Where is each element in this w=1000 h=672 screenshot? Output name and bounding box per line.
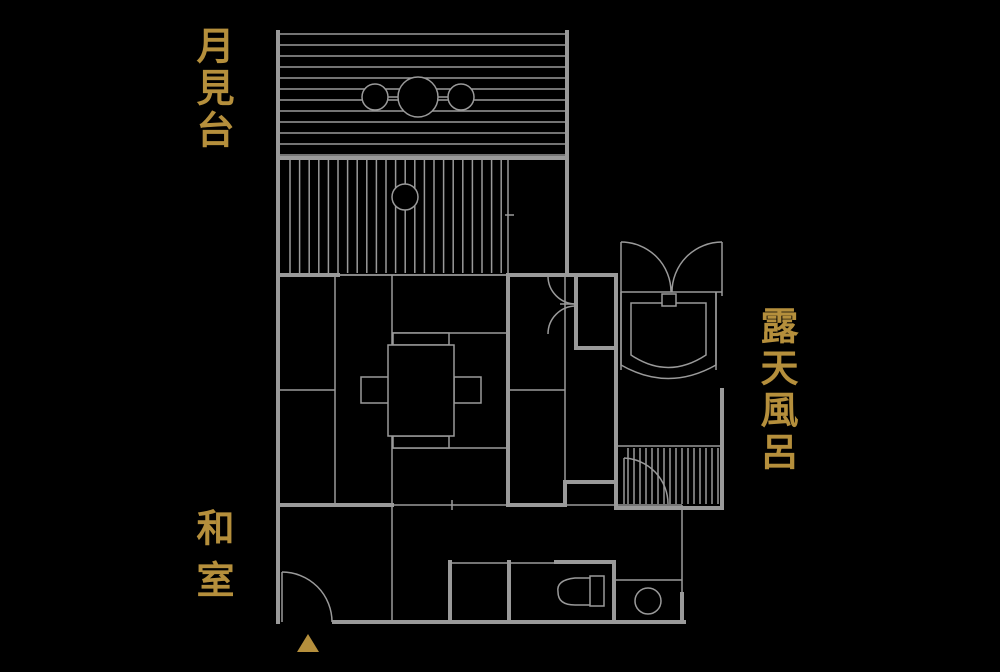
deck-stool-right [447,83,475,111]
toilet-tank [589,575,605,607]
deck-table-set [361,76,475,118]
entrance-area [281,504,683,623]
open-air-bath [614,241,724,510]
moon-viewing-deck [276,30,569,160]
zabuton-top [392,332,450,346]
toilet-icon [557,575,605,607]
toilet-washroom [448,560,682,624]
sink-icon [634,587,662,615]
low-table-set [360,332,482,449]
low-table [387,344,455,437]
bath-doors [620,241,723,293]
deck-slats [280,33,565,156]
entrance-triangle-icon [297,634,319,652]
closet [506,273,618,507]
label-open-air-bath: 露天風呂 [754,306,799,474]
engawa-slats [278,160,508,276]
engawa-round-table [391,183,419,211]
label-japanese-room: 和室 [190,508,235,612]
deck-stool-left [361,83,389,111]
bathtub-icon [620,292,717,380]
closet-door-swing [547,275,577,335]
tatami-room [278,274,508,510]
zabuton-left [360,376,390,404]
deck-table [397,76,439,118]
bath-deck-grate [627,448,719,504]
zabuton-bottom [392,435,450,449]
zabuton-right [453,376,482,404]
label-moon-viewing-deck: 月見台 [190,26,235,152]
entrance-door [281,571,333,623]
bath-entry-door [623,457,669,505]
engawa [278,156,569,277]
bath-spout [661,293,677,307]
